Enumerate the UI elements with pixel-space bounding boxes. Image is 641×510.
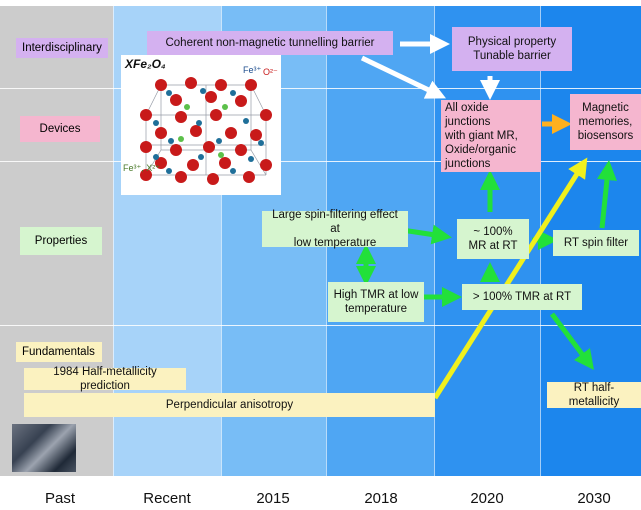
row-label-fundamentals: Fundamentals <box>16 342 102 362</box>
box-rt-half-metallicity: RT half-metallicity <box>547 382 641 408</box>
arrow-white <box>360 55 447 99</box>
box-half-metallicity-1984: 1984 Half-metallicity prediction <box>24 366 186 392</box>
crystal-label-fe-x: Fe³⁺, X²⁺ <box>123 163 161 173</box>
box-physical-property: Physical property Tunable barrier <box>452 27 572 71</box>
box-coherent-barrier: Coherent non-magnetic tunnelling barrier <box>147 31 393 55</box>
timeline-label-2030: 2030 <box>577 490 611 507</box>
box-spin-filtering: Large spin-filtering effect at low tempe… <box>262 209 408 249</box>
box-magnetic-memories: Magnetic memories, biosensors <box>570 94 641 150</box>
timeline-label-2020: 2020 <box>470 490 504 507</box>
crystal-label-o2: O²⁻ <box>263 67 278 77</box>
box-rt-spin-filter: RT spin filter <box>553 230 639 256</box>
crystal-structure-image: XFe₂O₄ Fe³⁺ O²⁻ Fe³⁺, X²⁺ <box>121 55 281 195</box>
column-divider <box>113 6 114 476</box>
timeline-label-2018: 2018 <box>364 490 398 507</box>
timeline-label-recent: Recent <box>143 490 191 507</box>
timeline-label-2015: 2015 <box>256 490 290 507</box>
arrow-green <box>597 160 617 229</box>
box-high-tmr: High TMR at low temperature <box>328 282 424 322</box>
crystal-formula: XFe₂O₄ <box>125 57 166 71</box>
row-label-devices: Devices <box>20 116 100 142</box>
timeline-label-past: Past <box>44 490 76 507</box>
row-divider <box>0 161 641 162</box>
row-divider <box>0 88 641 89</box>
box-tmr-100: > 100% TMR at RT <box>462 284 582 310</box>
box-all-oxide-junctions: All oxide junctions with giant MR, Oxide… <box>441 100 541 172</box>
arrow-yellow <box>432 157 588 400</box>
magnetite-mineral-photo <box>12 424 76 472</box>
arrow-green <box>401 224 452 245</box>
box-mr-100: ~ 100% MR at RT <box>457 219 529 259</box>
column-divider <box>221 6 222 476</box>
row-label-interdisciplinary: Interdisciplinary <box>16 38 108 58</box>
arrow-green <box>550 312 594 370</box>
crystal-label-fe3: Fe³⁺ <box>243 65 262 75</box>
box-perpendicular-anisotropy: Perpendicular anisotropy <box>24 393 435 417</box>
row-divider <box>0 325 641 326</box>
row-label-properties: Properties <box>20 227 102 255</box>
spinel-lattice-illustration <box>140 77 272 185</box>
